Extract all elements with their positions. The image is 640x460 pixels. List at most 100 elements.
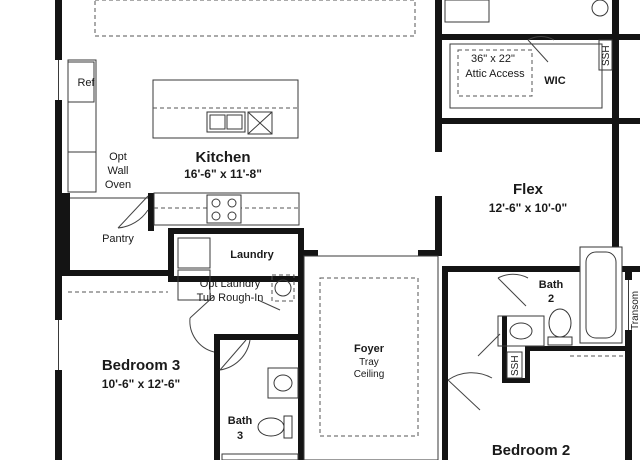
washer (177, 237, 211, 269)
bath2-door-swing (497, 273, 529, 307)
wall-segment (612, 124, 619, 274)
wic-label: WIC (544, 75, 565, 87)
wall-segment (300, 250, 318, 256)
wall-segment (502, 316, 507, 380)
burner-icon (211, 198, 221, 208)
wall-segment (168, 276, 298, 282)
dryer (177, 269, 211, 301)
wall-segment (214, 334, 220, 460)
pantry-door-swing (117, 195, 149, 229)
wall-segment (214, 334, 304, 340)
opt-wall-oven-label: Wall (108, 165, 129, 177)
wall-segment (442, 358, 448, 460)
bath3-label: Bath (228, 415, 253, 427)
bath2-label: Bath (539, 279, 564, 291)
burner-icon (227, 211, 237, 221)
top-sink-icon (591, 0, 609, 17)
wall-segment (298, 300, 304, 460)
exterior-wall-left (55, 0, 62, 460)
kitchen-fixtures (67, 0, 416, 229)
kitchen-dimensions: 16'-6" x 11'-8" (184, 167, 262, 181)
bath3-vanity (267, 367, 299, 399)
bath2-fixtures (477, 246, 625, 379)
wall-segment (418, 250, 442, 256)
sink-icon (206, 111, 246, 133)
wall-segment (435, 0, 442, 40)
ref-label: Ref (77, 77, 95, 89)
laundry-tub-icon (274, 279, 292, 297)
bathtub-icon (579, 246, 623, 344)
burner-icon (227, 198, 237, 208)
attic-access-label: Attic Access (465, 68, 525, 80)
laundry-fixtures (177, 237, 295, 302)
vanity (497, 315, 545, 347)
toilet-tank (547, 336, 573, 346)
toilet-tank (283, 415, 293, 439)
wic-shelving (449, 43, 603, 109)
bath3-fixtures (68, 291, 299, 460)
top-fixture (444, 0, 490, 23)
foyer-tray-ceiling (319, 277, 419, 437)
ssh-door-swing (477, 333, 501, 357)
opt-laundry-label: Opt Laundry (200, 278, 261, 290)
wall-segment (625, 266, 632, 460)
dishwasher-icon (247, 111, 273, 135)
wall-segment (62, 270, 168, 276)
foyer-fixtures (303, 255, 493, 460)
wall-oven (67, 151, 97, 193)
cooktop-icon (206, 194, 242, 224)
foyer-outline (303, 255, 439, 460)
wall-segment (612, 0, 619, 40)
upper-cabinet-outline (94, 0, 416, 37)
wall-segment (435, 40, 442, 152)
wall-segment (525, 346, 530, 383)
bath3-number: 3 (237, 430, 243, 442)
wall-segment (148, 193, 154, 231)
wall-segment (168, 228, 174, 280)
foyer-label: Foyer (354, 343, 385, 355)
kitchen-label: Kitchen (195, 149, 250, 166)
opt-laundry-label: Tub Rough-In (197, 292, 264, 304)
bedroom3-label: Bedroom 3 (102, 357, 180, 374)
laundry-door-swing (257, 299, 281, 311)
bath3-tub-edge (221, 453, 299, 460)
ssh-label: SSH (510, 355, 521, 376)
wall-segment (440, 118, 640, 124)
bath2-toilet-icon (548, 308, 572, 338)
opt-wall-oven-label: Opt (109, 151, 127, 163)
ssh-box (506, 351, 523, 379)
bedroom2-door-swing (447, 372, 493, 411)
ssh-label: SSH (601, 45, 612, 66)
wall-segment (502, 378, 530, 383)
walls (55, 0, 640, 460)
wall-segment (612, 40, 619, 124)
wall-segment (442, 266, 640, 272)
wall-segment (442, 266, 448, 358)
pantry-label: Pantry (102, 233, 134, 245)
opt-wall-oven-label: Oven (105, 179, 131, 191)
bath3-toilet-icon (257, 417, 285, 437)
flex-label: Flex (513, 181, 544, 198)
sink-bowl (209, 114, 226, 130)
attic-access-outline (457, 49, 533, 97)
sink-bowl (226, 114, 243, 130)
ssh-box (598, 39, 613, 71)
wall-segment (298, 228, 304, 308)
bedroom3-dimensions: 10'-6" x 12'-6" (102, 377, 180, 391)
dishwasher-x (247, 111, 273, 135)
bath2-number: 2 (548, 293, 554, 305)
range-counter (153, 192, 300, 226)
wall-segment (528, 346, 632, 351)
laundry-label: Laundry (230, 249, 274, 261)
flex-dimensions: 12'-6" x 10'-0" (489, 201, 567, 215)
bedroom3-door-swing (189, 295, 215, 353)
bedroom2-label: Bedroom 2 (492, 442, 570, 459)
wall-segment (435, 196, 442, 252)
attic-size-label: 36" x 22" (471, 53, 515, 65)
wic-door-swing (527, 36, 555, 63)
burner-icon (211, 211, 221, 221)
foyer-tray-label: Ceiling (354, 369, 385, 380)
bathtub-basin (585, 251, 617, 339)
